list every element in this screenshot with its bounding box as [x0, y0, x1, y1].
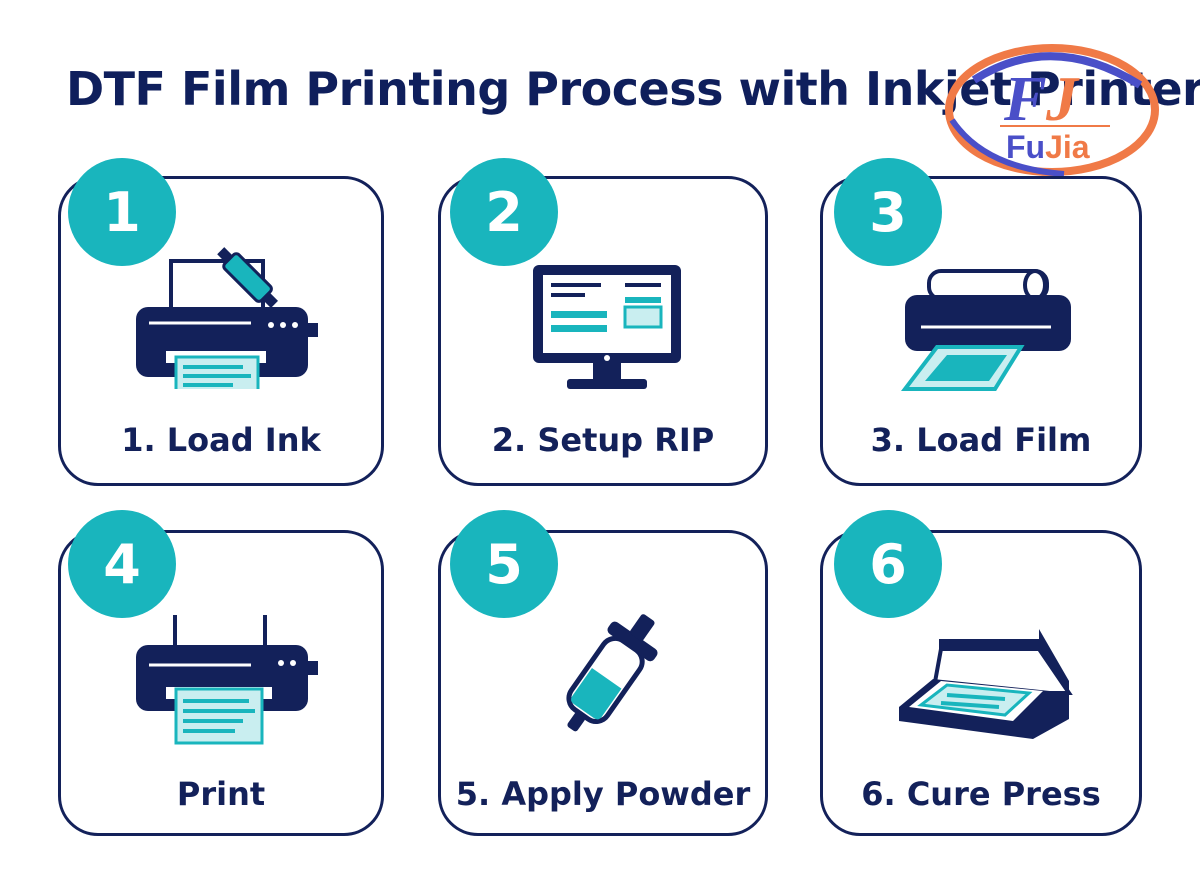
step-number-badge-4: 4	[68, 510, 176, 618]
svg-text:FuJia: FuJia	[1006, 129, 1090, 165]
step-number-badge-5: 5	[450, 510, 558, 618]
page-title: DTF Film Printing Process with Inkjet Pr…	[66, 62, 1200, 116]
monitor-rip-software-icon	[533, 265, 681, 389]
step-number-badge-3: 3	[834, 158, 942, 266]
printer-output-icon	[136, 615, 318, 745]
step-label-1: 1. Load Ink	[121, 421, 321, 459]
svg-text:F: F	[1003, 63, 1047, 134]
step-label-5: 5. Apply Powder	[455, 775, 751, 813]
powder-bottle-icon	[566, 614, 658, 732]
step-number-badge-1: 1	[68, 158, 176, 266]
step-label-6: 6. Cure Press	[861, 775, 1101, 813]
step-label-4: Print	[176, 775, 266, 813]
step-number-badge-6: 6	[834, 510, 942, 618]
svg-text:J: J	[1045, 63, 1080, 134]
printer-ink-cartridge-icon	[136, 247, 318, 389]
fujia-logo: F J FuJia	[944, 40, 1160, 182]
printer-film-roll-icon	[901, 269, 1071, 391]
heat-press-icon	[899, 629, 1073, 739]
step-card-2: 2. Setup RIP	[438, 176, 768, 486]
step-label-3: 3. Load Film	[870, 421, 1092, 459]
fujia-logo-mark: F J FuJia	[945, 44, 1159, 177]
step-label-2: 2. Setup RIP	[491, 421, 715, 459]
step-number-badge-2: 2	[450, 158, 558, 266]
